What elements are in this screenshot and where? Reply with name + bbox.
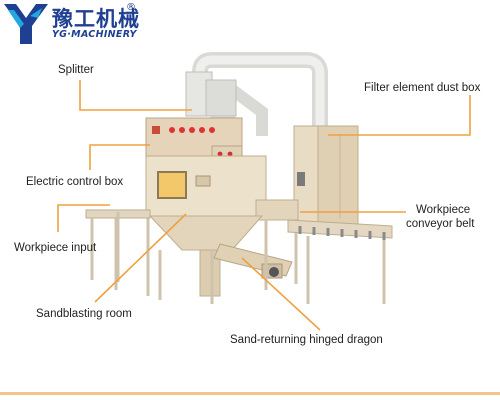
label-workpiece-input: Workpiece input <box>14 242 97 254</box>
infeed-table <box>85 209 151 282</box>
logo-english-name: YG·MACHINERY <box>52 29 137 40</box>
sandblasting-room-body <box>145 155 299 297</box>
leader-splitter <box>79 80 192 111</box>
label-electric-control-box: Electric control box <box>26 176 124 188</box>
yg-logo-icon <box>4 4 48 44</box>
label-conveyor-line2: conveyor belt <box>406 218 475 230</box>
duct-pipe <box>192 52 328 136</box>
bottom-accent-bar <box>0 392 500 395</box>
label-sand-returning-dragon: Sand-returning hinged dragon <box>230 334 383 346</box>
leader-sand-dragon <box>241 257 321 331</box>
outfeed-roller-conveyor <box>287 219 393 240</box>
filter-dust-box-unit <box>293 125 359 225</box>
sand-return-screw-conveyor <box>213 243 293 279</box>
leader-filter-dust-box <box>328 95 471 136</box>
splitter-unit <box>185 71 237 132</box>
leader-lines <box>57 80 471 331</box>
label-filter-dust-box: Filter element dust box <box>364 82 481 94</box>
label-sandblasting-room: Sandblasting room <box>36 308 132 320</box>
leader-electric-control-box <box>89 144 150 170</box>
leader-workpiece-input <box>57 204 110 232</box>
registered-mark: ® <box>126 2 136 13</box>
label-splitter: Splitter <box>58 64 94 76</box>
logo-chinese-name: 豫工机械 <box>52 7 140 31</box>
company-logo: 豫工机械 ® YG·MACHINERY <box>2 2 142 46</box>
label-conveyor-line1: Workpiece <box>416 204 471 216</box>
leader-sandblasting-room <box>94 213 187 303</box>
